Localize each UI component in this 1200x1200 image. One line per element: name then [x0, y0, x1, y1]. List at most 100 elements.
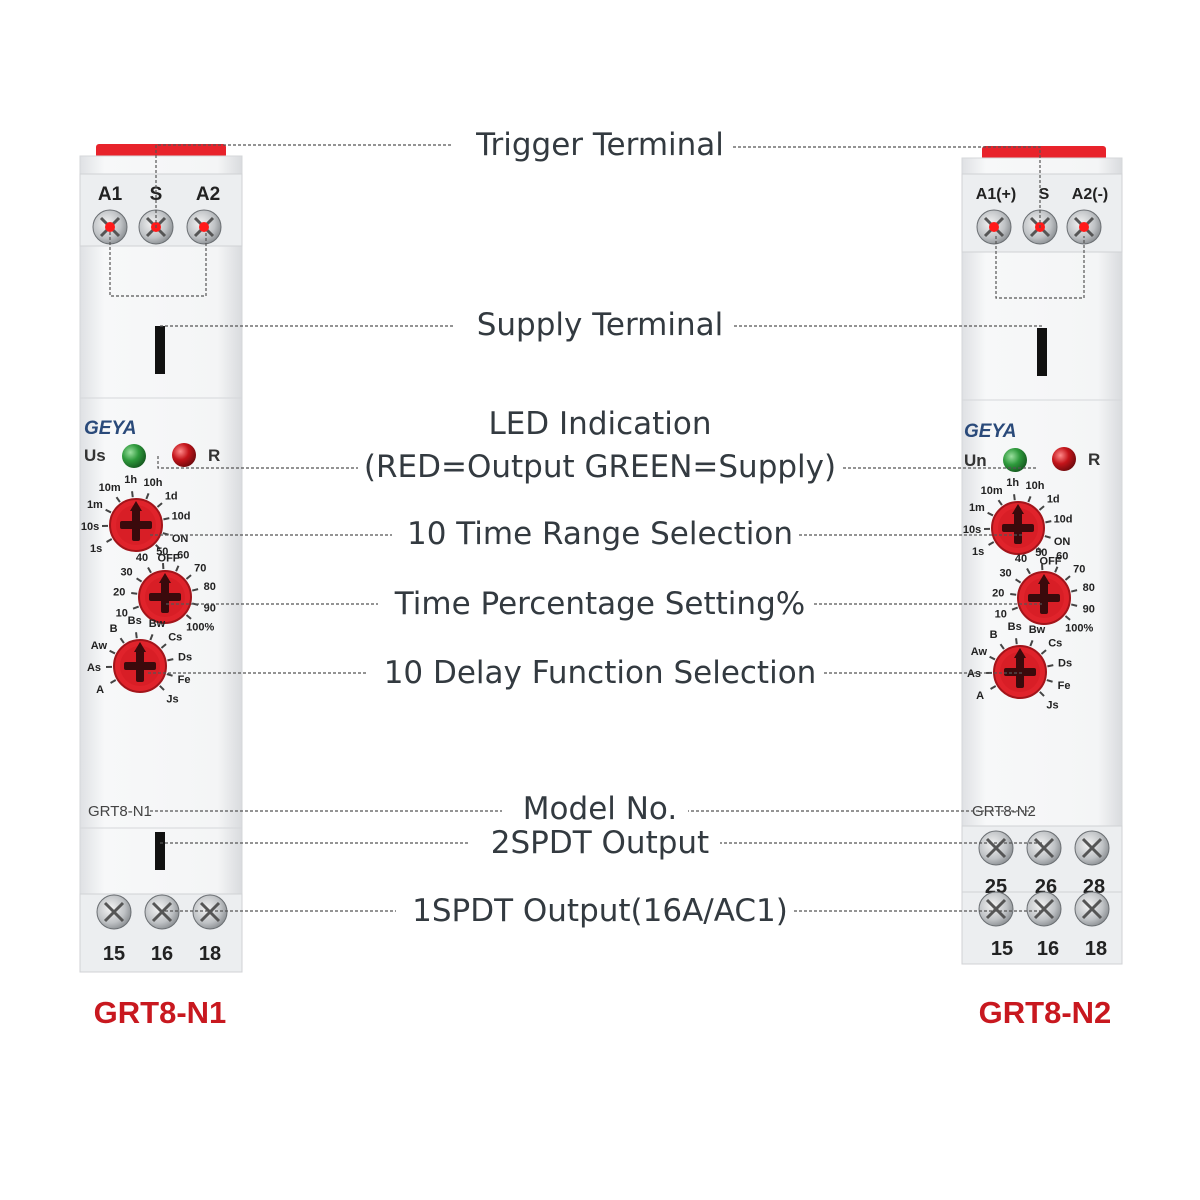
left-function-dial-label-10: Js	[166, 693, 178, 705]
callout-led-indication: LED Indication	[0, 406, 1200, 442]
right-function-dial-label-5: Bs	[1008, 621, 1022, 633]
left-percentage-dial-label-8: 80	[204, 581, 216, 593]
right-red-led	[1052, 447, 1076, 471]
right-function-dial-label-6: Bw	[1029, 624, 1046, 636]
left-function-dial-label-6: Bw	[149, 618, 166, 630]
right-supply-bracket	[995, 236, 1085, 299]
callout-1spdt-output: 1SPDT Output(16A/AC1)	[0, 893, 1200, 929]
right-time-range-dial-label-8: 10d	[1054, 514, 1073, 526]
right-supply-bar	[1037, 328, 1047, 376]
model-title-left: GRT8-N1	[93, 995, 227, 1030]
leader-trigger-right	[732, 146, 1041, 228]
left-red-led	[172, 443, 196, 467]
right-top-terminal-label-1: A1(+)	[976, 186, 1016, 203]
right-bottom-screw-3	[1074, 891, 1110, 927]
left-function-dial-label-3: Aw	[91, 640, 108, 652]
right-bottom-terminal-label-2: 16	[1037, 938, 1059, 960]
right-green-led	[1003, 448, 1027, 472]
left-led-output-label: R	[208, 446, 220, 465]
right-percentage-dial-label-4: 40	[1015, 553, 1027, 565]
left-percentage-dial-label-2: 20	[113, 587, 125, 599]
leader-lines	[148, 144, 1042, 912]
left-green-led	[122, 444, 146, 468]
right-percentage-dial-label-10: 100%	[1065, 622, 1093, 634]
left-bottom-screw-3	[192, 894, 228, 930]
right-time-range-dial-label-1: 1s	[972, 546, 984, 558]
right-time-range-dial-label-7: 1d	[1047, 493, 1060, 505]
left-time-range-dial-label-6: 10h	[143, 477, 162, 489]
right-top-screw-1	[976, 209, 1012, 245]
left-function-dial-label-5: Bs	[128, 615, 142, 627]
right-time-range-dial-label-5: 1h	[1006, 477, 1019, 489]
left-function-dial-label-8: Ds	[178, 652, 192, 664]
left-bottom-screw-1	[96, 894, 132, 930]
left-function-dial-label-7: Cs	[168, 631, 182, 643]
left-top-clip	[96, 144, 226, 158]
left-time-range-dial-label-2: 10s	[81, 521, 99, 533]
left-top-terminal-label-1: A1	[98, 184, 123, 205]
right-bottom-terminal-label-1: 15	[991, 938, 1013, 960]
right-time-range-dial-label-10: OFF	[1040, 555, 1062, 567]
left-percentage-dial-label-6: 60	[177, 550, 189, 562]
left-percentage-dial-label-10: 100%	[186, 621, 214, 633]
left-brand: GEYA	[84, 418, 136, 439]
right-percentage-dial-label-2: 20	[992, 588, 1004, 600]
left-top-terminal-label-2: S	[150, 184, 163, 205]
right-middle-screw-2	[1026, 830, 1062, 866]
left-time-range-dial-label-3: 1m	[87, 499, 103, 511]
left-output-bar	[155, 832, 165, 870]
right-middle-screw-1	[978, 830, 1014, 866]
right-percentage-dial-label-6: 60	[1056, 551, 1068, 563]
callout-time-percentage-setting: Time Percentage Setting%	[0, 586, 1200, 622]
left-model-print: GRT8-N1	[88, 803, 152, 820]
left-time-range-dial-label-10: OFF	[158, 552, 180, 564]
left-led-supply-label: Us	[84, 446, 106, 465]
left-percentage-dial-label-5: 50	[156, 546, 168, 558]
left-time-range-dial-label-9: ON	[172, 533, 189, 545]
right-top-clip	[982, 146, 1106, 160]
left-top-terminal-label-3: A2	[196, 184, 220, 205]
left-bottom-terminal-label-1: 15	[103, 943, 125, 965]
right-brand: GEYA	[964, 421, 1016, 442]
right-time-range-dial-label-9: ON	[1054, 536, 1071, 548]
callout-time-range-selection: 10 Time Range Selection	[0, 516, 1200, 552]
left-top-terminal-labels: A1 S A2	[98, 184, 220, 205]
right-led-supply-label: Un	[964, 451, 987, 470]
left-top-screw-3	[186, 209, 222, 245]
right-function-dial-label-8: Ds	[1058, 658, 1072, 670]
right-middle-screws	[978, 830, 1110, 866]
right-percentage-dial-label-3: 30	[999, 568, 1011, 580]
left-percentage-dial-label-7: 70	[194, 562, 206, 574]
right-function-dial-label-3: Aw	[971, 646, 988, 658]
model-title-right: GRT8-N2	[978, 995, 1112, 1030]
left-function-dial-label-9: Fe	[178, 674, 191, 686]
leader-trigger-left	[155, 144, 452, 228]
left-function-dial-label-1: A	[96, 684, 104, 696]
left-percentage-dial-label-3: 30	[120, 567, 132, 579]
left-top-screw-1	[92, 209, 128, 245]
right-time-range-dial-label-2: 10s	[963, 524, 981, 536]
right-top-screw-3	[1066, 209, 1102, 245]
right-top-terminal-label-2: S	[1039, 186, 1050, 203]
leader-led-left	[157, 456, 358, 469]
right-bottom-terminal-labels: 15 16 18	[991, 938, 1107, 960]
right-percentage-dial-label-9: 90	[1083, 603, 1095, 615]
right-bottom-terminal-label-3: 18	[1085, 938, 1107, 960]
right-time-range-dial-label-3: 1m	[969, 502, 985, 514]
left-percentage-dial-label-9: 90	[204, 602, 216, 614]
right-percentage-dial-label-7: 70	[1073, 563, 1085, 575]
left-bottom-screw-2	[144, 894, 180, 930]
